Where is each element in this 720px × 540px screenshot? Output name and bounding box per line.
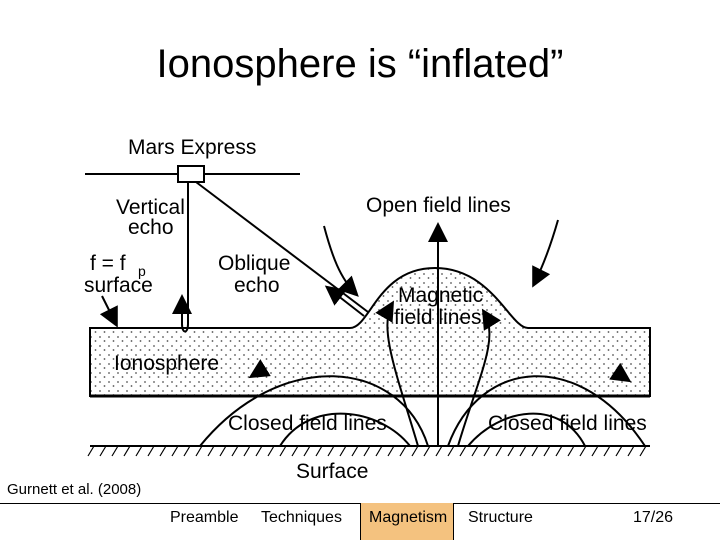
citation: Gurnett et al. (2008)	[7, 481, 142, 498]
label-magnetic-1: Magnetic	[398, 284, 483, 307]
closed-field-arrow-left	[248, 359, 271, 379]
surface-hatching	[87, 445, 647, 457]
open-field-line-right	[532, 219, 559, 288]
nav-preamble[interactable]: Preamble	[170, 509, 239, 526]
spacecraft-body	[177, 165, 205, 183]
section-nav: Preamble Techniques Magnetism Structure …	[0, 503, 720, 540]
ionosphere-diagram: Mars Express Vertical echo f = f p surfa…	[84, 136, 651, 483]
label-f-eq: f = f	[90, 252, 126, 275]
closed-field-line-right-inner	[467, 412, 586, 447]
nav-structure[interactable]: Structure	[468, 509, 533, 526]
ionosphere-layer	[89, 266, 651, 397]
label-ionosphere: Ionosphere	[114, 352, 219, 375]
closed-field-arrow-right	[609, 362, 632, 383]
label-oblique-2: echo	[234, 274, 280, 297]
oblique-return-path	[324, 285, 365, 317]
label-closed-left: Closed field lines	[228, 412, 387, 435]
nav-techniques[interactable]: Techniques	[261, 509, 342, 526]
label-vertical-echo-1: Vertical	[116, 196, 185, 219]
slide-title: Ionosphere is “inflated”	[156, 42, 564, 86]
oblique-echo-path	[195, 181, 369, 313]
label-oblique-1: Oblique	[218, 252, 290, 275]
closed-field-line-left-inner	[279, 412, 411, 447]
label-surface: Surface	[296, 460, 368, 483]
page-number: 17/26	[633, 509, 674, 526]
vertical-echo-path	[172, 182, 192, 333]
label-closed-right: Closed field lines	[488, 412, 647, 435]
magnetic-field-line-right	[457, 308, 501, 447]
label-mars-express: Mars Express	[128, 136, 256, 159]
label-magnetic-2: field lines	[394, 306, 482, 329]
label-f-sub: p	[138, 263, 146, 279]
label-vertical-echo-2: echo	[128, 216, 174, 239]
magnetic-field-line-left	[375, 300, 419, 447]
closed-field-line-right-outer	[447, 375, 646, 447]
fp-surface-arrow	[99, 295, 118, 328]
nav-magnetism[interactable]: Magnetism	[360, 503, 455, 540]
label-fp-surface: surface	[84, 274, 153, 297]
label-open-field-lines: Open field lines	[366, 194, 511, 217]
open-field-line-left	[323, 225, 359, 297]
closed-field-line-left-outer	[199, 375, 429, 447]
